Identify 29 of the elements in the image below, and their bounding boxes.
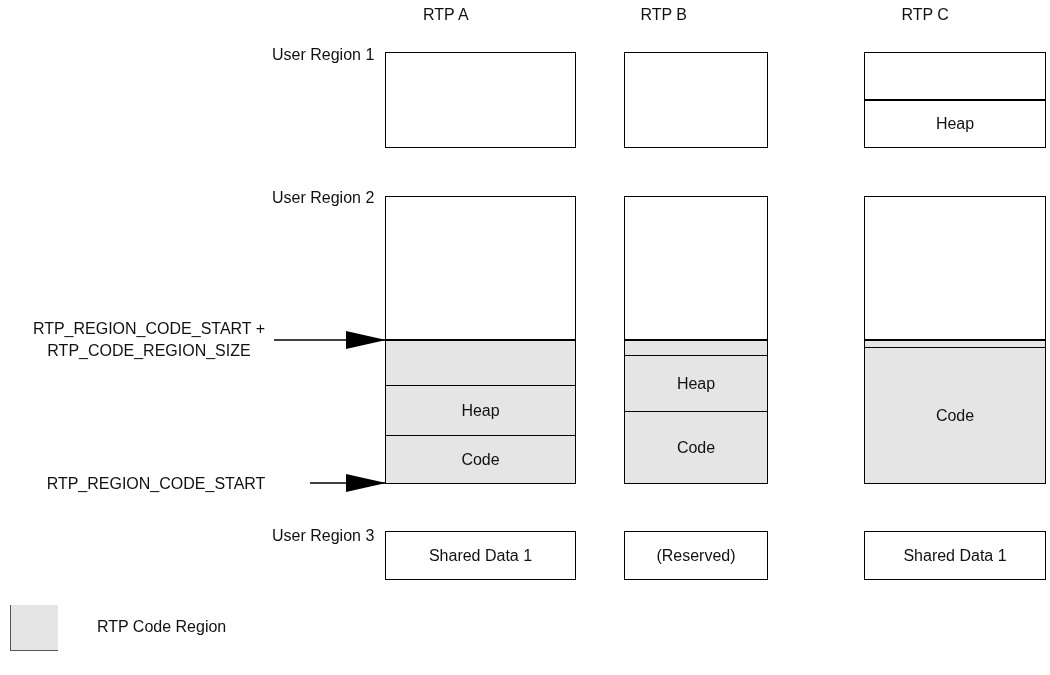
memory-block [385,196,576,484]
memory-block [624,52,768,148]
memory-segment: Code [865,347,1045,483]
memory-block: Shared Data 1 [864,531,1046,580]
row-label: User Region 3 [272,527,375,545]
memory-segment: Code [386,435,575,483]
arrow [309,474,387,492]
memory-segment: Code [625,411,767,483]
memory-segment: Heap [386,385,575,435]
memory-segment [386,339,575,385]
memory-segment: Heap [865,99,1045,147]
column-header: RTP B [640,6,688,24]
memory-block [864,52,1046,148]
memory-segment [865,339,1045,347]
memory-block [864,196,1046,484]
arrow [273,331,387,349]
row-label: User Region 2 [272,189,375,207]
memory-block [385,52,576,148]
memory-segment [625,339,767,355]
address-label: RTP_REGION_CODE_START [8,472,304,496]
memory-block [624,196,768,484]
address-label: RTP_REGION_CODE_START + RTP_CODE_REGION_SIZE [30,304,268,376]
column-header: RTP A [423,6,469,24]
row-label: User Region 1 [272,46,375,64]
memory-segment: Heap [625,355,767,411]
memory-block: Shared Data 1 [385,531,576,580]
column-header: RTP C [901,6,949,24]
memory-block: (Reserved) [624,531,768,580]
legend-label: RTP Code Region [97,618,227,636]
